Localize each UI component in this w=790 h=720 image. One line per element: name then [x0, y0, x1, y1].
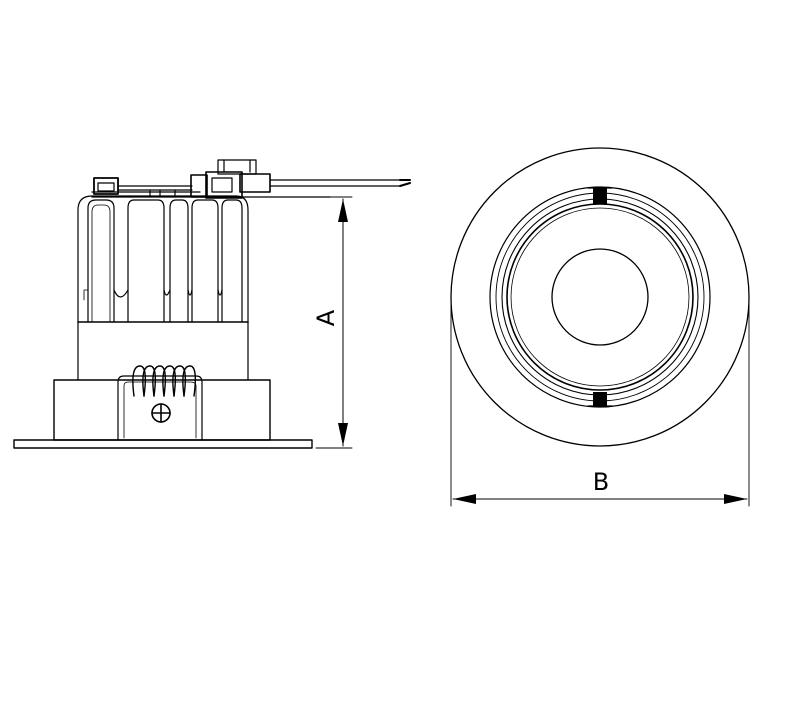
spring-clip: [117, 365, 203, 441]
dimension-b: [450, 299, 750, 507]
side-view: [13, 159, 411, 449]
outer-trim-ring: [450, 147, 750, 447]
tab-bottom: [587, 392, 613, 407]
dimension-b-label: B: [593, 468, 609, 496]
dimension-a: [249, 196, 353, 449]
reflector-ring-2: [501, 198, 699, 396]
heatsink: [77, 195, 249, 381]
wire-connector: [91, 159, 411, 199]
trim-housing: [13, 379, 313, 449]
reflector-ring-1: [489, 186, 711, 408]
tab-top: [587, 187, 613, 204]
spring-coils: [132, 365, 197, 397]
front-view: [450, 147, 750, 507]
lens: [551, 248, 649, 346]
dimension-a-label: A: [312, 309, 340, 326]
